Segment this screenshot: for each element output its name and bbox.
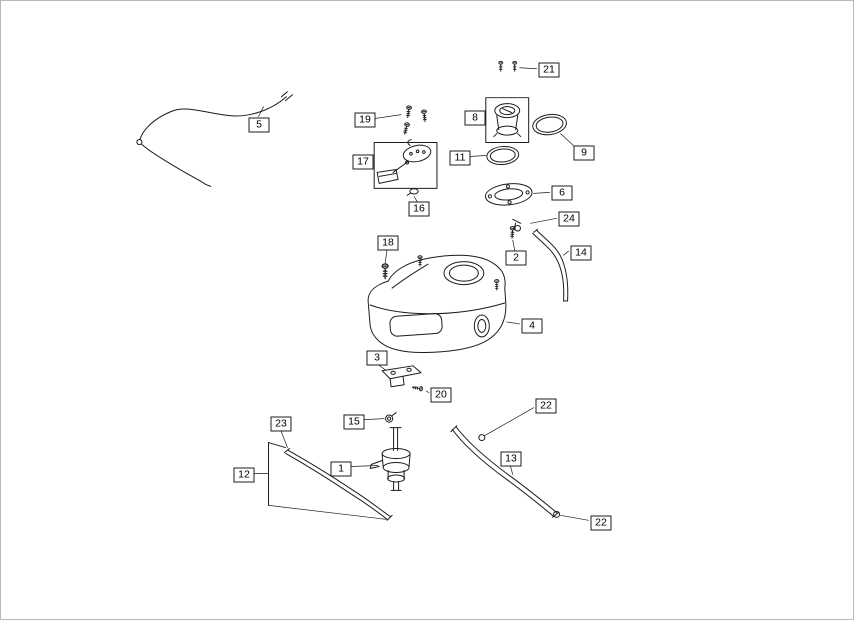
- vacuum-cable: [268, 442, 393, 521]
- callout-13: 13: [500, 451, 522, 467]
- callout-19: 19: [354, 112, 376, 128]
- callout-9: 9: [573, 145, 595, 161]
- callout-3: 3: [366, 350, 388, 366]
- cap-gasket: [532, 113, 567, 136]
- fuel-hoses: [450, 425, 560, 518]
- fuel-tank: [367, 254, 507, 353]
- callout-5: 5: [248, 117, 270, 133]
- callout-2: 2: [505, 250, 527, 266]
- filler-flange: [484, 183, 533, 206]
- clip-24: [512, 218, 522, 232]
- hose-clamps: [478, 434, 561, 518]
- callout-8: 8: [464, 110, 486, 126]
- leader-lines: [254, 67, 589, 521]
- callout-4: 4: [521, 318, 543, 334]
- breather-hose: [532, 228, 569, 302]
- fuel-level-sender: [373, 139, 438, 189]
- callout-14: 14: [570, 245, 592, 261]
- callout-18: 18: [377, 235, 399, 251]
- callout-11: 11: [449, 150, 471, 166]
- sender-grommet: [406, 188, 419, 196]
- fuel-cap: [485, 97, 530, 144]
- callout-22-bottom: 22: [590, 515, 612, 531]
- callout-24: 24: [558, 211, 580, 227]
- callout-6: 6: [551, 185, 573, 201]
- filler-oring: [486, 145, 520, 166]
- callout-15: 15: [343, 414, 365, 430]
- mounting-bracket: [381, 365, 422, 388]
- screws-21: [498, 60, 518, 72]
- callout-16: 16: [408, 201, 430, 217]
- bracket-screw: [411, 384, 424, 392]
- callout-21: 21: [538, 62, 560, 78]
- screw-2: [509, 225, 516, 239]
- valve-oring: [385, 412, 397, 423]
- callout-17: 17: [352, 154, 374, 170]
- throttle-cable: [136, 91, 293, 187]
- tank-bolt: [381, 263, 389, 280]
- callout-22-top: 22: [535, 398, 557, 414]
- fuel-valve: [369, 427, 411, 491]
- callout-23: 23: [270, 416, 292, 432]
- screws-19: [401, 105, 428, 136]
- callout-1: 1: [330, 461, 352, 477]
- callout-20: 20: [430, 387, 452, 403]
- callout-12: 12: [233, 467, 255, 483]
